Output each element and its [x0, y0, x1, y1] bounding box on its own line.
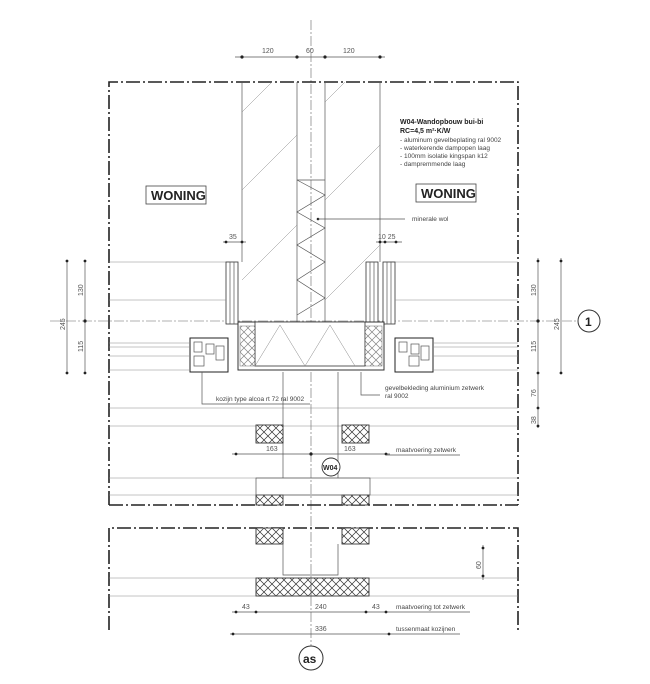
offset-60-dimension: 60 [476, 545, 485, 580]
frame-leader: kozijn type alcoa rt 72 ral 9002 [201, 372, 310, 405]
axis-marker-as: as [298, 645, 324, 671]
svg-text:130: 130 [531, 284, 538, 296]
svg-text:gevelbekleding aluminium zetwe: gevelbekleding aluminium zetwerk [385, 385, 485, 392]
lower-section [109, 527, 518, 597]
dim-top-2: 60 [306, 48, 314, 55]
svg-text:tussenmaat kozijnen: tussenmaat kozijnen [396, 626, 456, 633]
svg-text:163: 163 [266, 446, 278, 453]
svg-text:1: 1 [585, 315, 592, 329]
svg-text:maatvoering tot zetwerk: maatvoering tot zetwerk [396, 604, 466, 611]
wall-section [109, 81, 518, 322]
lower-section-boundary [108, 527, 519, 630]
left-vertical-dimensions: 245 130 115 [60, 259, 87, 375]
svg-text:38: 38 [531, 416, 538, 424]
wall-spec-note: W04-Wandopbouw bui-bi RC=4,5 m²·K/W - al… [400, 119, 502, 168]
dim-top-3: 120 [343, 48, 355, 55]
svg-text:76: 76 [531, 389, 538, 397]
svg-text:130: 130 [78, 284, 85, 296]
svg-text:43: 43 [242, 604, 250, 611]
svg-text:245: 245 [554, 318, 561, 330]
wall-tag-w04: W04 [321, 457, 341, 477]
svg-text:kozijn type alcoa rt 72 ral 90: kozijn type alcoa rt 72 ral 9002 [216, 396, 305, 403]
svg-text:10 25: 10 25 [378, 234, 396, 241]
cladding-leader: gevelbekleding aluminium zetwerk ral 900… [360, 372, 485, 400]
offset-dimensions: 35 10 25 [223, 234, 402, 244]
room-label-left: WONING [145, 185, 207, 205]
svg-text:245: 245 [60, 318, 67, 330]
svg-text:minerale wol: minerale wol [412, 216, 449, 223]
svg-text:- aluminum gevelbeplating ral: - aluminum gevelbeplating ral 9002 [400, 137, 502, 144]
room-label-right: WONING [415, 183, 477, 203]
top-dimension-chain: 120 60 120 [235, 48, 385, 59]
wall-spec-title: W04-Wandopbouw bui-bi [400, 119, 483, 126]
dim-top-1: 120 [262, 48, 274, 55]
svg-text:163: 163 [344, 446, 356, 453]
zetwerk-dimension: 163 163 maatvoering zetwerk [232, 446, 460, 456]
right-vertical-dimensions: 130 115 76 38 245 [531, 258, 563, 428]
wall-spec-rc: RC=4,5 m²·K/W [400, 128, 451, 135]
svg-text:43: 43 [372, 604, 380, 611]
svg-text:115: 115 [78, 341, 85, 352]
dimension-tot-zetwerk: 43 240 43 maatvoering tot zetwerk [232, 604, 470, 614]
svg-text:336: 336 [315, 626, 327, 633]
svg-text:WONING: WONING [421, 186, 476, 201]
svg-text:ral 9002: ral 9002 [385, 393, 409, 400]
svg-text:- 100mm isolatie kingspan k12: - 100mm isolatie kingspan k12 [400, 153, 488, 160]
svg-text:WONING: WONING [151, 188, 206, 203]
dimension-tussenmaat: 336 tussenmaat kozijnen [230, 626, 460, 636]
svg-text:35: 35 [229, 234, 237, 241]
svg-text:W04: W04 [323, 465, 338, 472]
svg-text:- dampremmende laag: - dampremmende laag [400, 161, 466, 168]
svg-text:- waterkerende dampopen laag: - waterkerende dampopen laag [400, 145, 490, 152]
window-frame-detail [109, 261, 518, 373]
grid-marker-1: 1 [577, 309, 601, 333]
svg-text:240: 240 [315, 604, 327, 611]
svg-text:115: 115 [531, 341, 538, 352]
svg-text:as: as [303, 652, 317, 666]
insulation-leader: minerale wol [316, 216, 449, 223]
svg-text:60: 60 [476, 561, 483, 569]
lower-bands [109, 372, 518, 506]
svg-text:maatvoering zetwerk: maatvoering zetwerk [396, 447, 457, 454]
upper-section-boundary [108, 81, 519, 506]
